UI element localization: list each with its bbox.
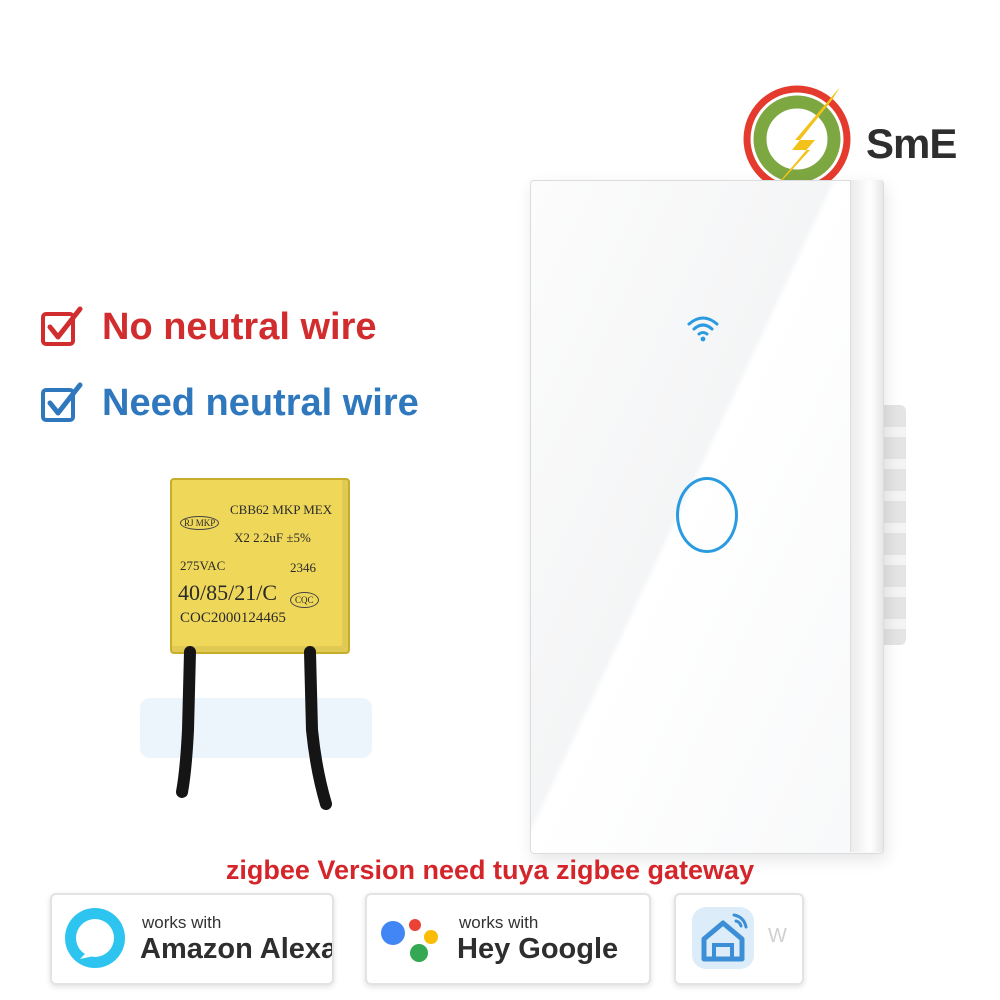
need-neutral-label: Need neutral wire (102, 381, 419, 424)
alexa-icon (65, 908, 125, 968)
checkbox-checked-icon (41, 382, 83, 422)
touch-switch-panel (510, 180, 910, 860)
glass-panel (530, 180, 884, 854)
no-neutral-row: No neutral wire (40, 302, 377, 352)
google-name: Hey Google (457, 933, 619, 965)
google-assistant-icon (381, 919, 438, 962)
capacitor-line: CBB62 MKP MEX (230, 502, 333, 517)
capacitor-body: RJ MKP CBB62 MKP MEX X2 2.2uF ±5% 275VAC… (170, 478, 350, 654)
google-badge: works with Hey Google (365, 893, 651, 985)
smart-home-icon (692, 907, 754, 969)
capacitor-cert-mark: CQC (290, 592, 319, 608)
capacitor-mark: RJ MKP (180, 516, 220, 530)
wifi-icon (687, 316, 719, 342)
smart-life-text: W (768, 925, 787, 947)
checkbox-checked-icon (41, 306, 83, 346)
capacitor-line: 40/85/21/C (178, 580, 278, 605)
touch-button[interactable] (676, 477, 738, 553)
capacitor-line: 2346 (290, 560, 316, 575)
alexa-works-with: works with (142, 913, 222, 932)
capacitor-image: RJ MKP CBB62 MKP MEX X2 2.2uF ±5% 275VAC… (130, 470, 390, 830)
smart-life-badge: W (674, 893, 804, 985)
capacitor-wires (140, 646, 372, 810)
capacitor-line: 275VAC (180, 558, 226, 573)
no-neutral-label: No neutral wire (102, 305, 377, 348)
zigbee-note: zigbee Version need tuya zigbee gateway (225, 855, 755, 885)
alexa-badge: works with Amazon Alexa (50, 893, 334, 985)
logo-text: SmE (866, 120, 957, 167)
panel-side-edge (850, 180, 883, 852)
google-works-with: works with (459, 913, 539, 932)
need-neutral-row: Need neutral wire (40, 378, 419, 428)
capacitor-line: COC2000124465 (180, 610, 286, 626)
switch-mount-box (882, 405, 906, 645)
alexa-name: Amazon Alexa (140, 933, 334, 965)
capacitor-line: X2 2.2uF ±5% (234, 530, 311, 545)
